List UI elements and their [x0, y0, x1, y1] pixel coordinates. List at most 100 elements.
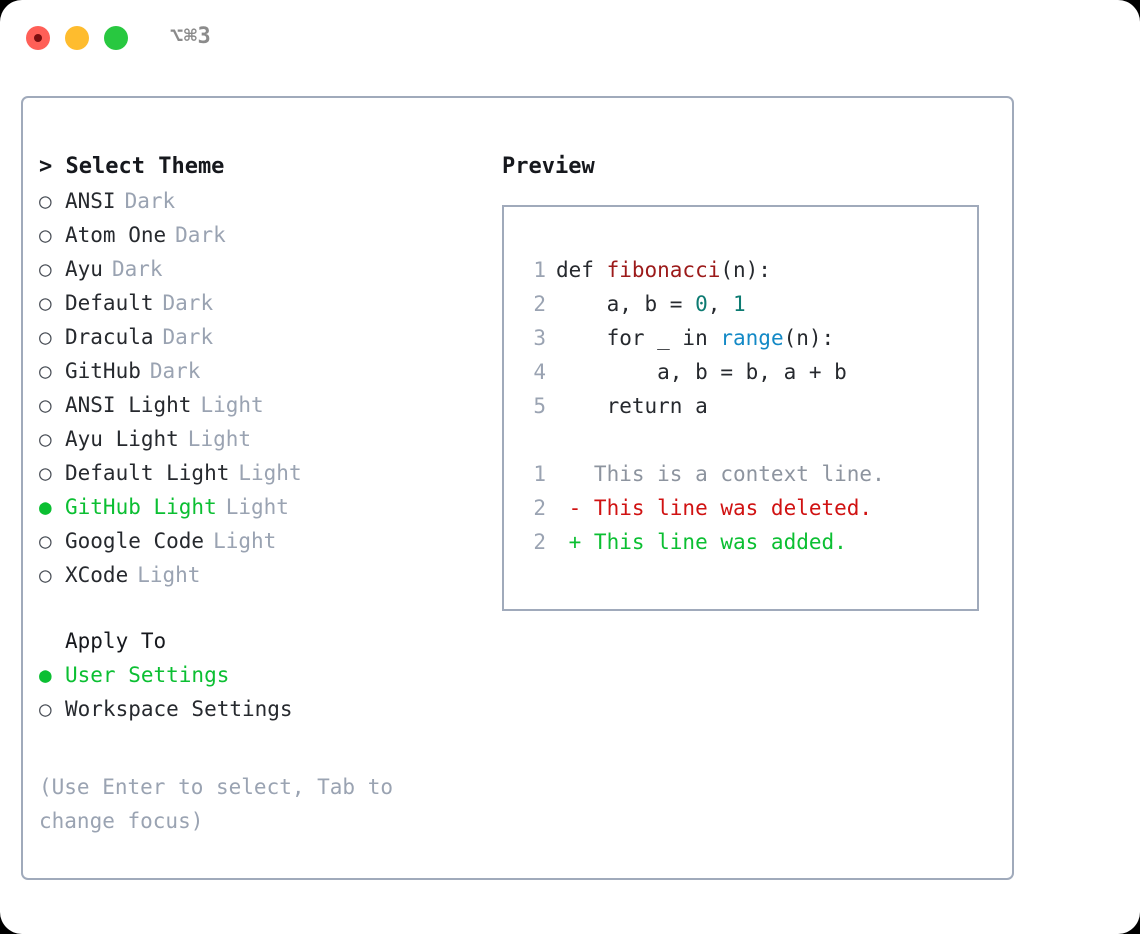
line-number: 3 [533, 326, 546, 350]
theme-list-item-default-light[interactable]: ○ Default Light Light [39, 456, 479, 490]
apply-to-item-user-settings[interactable]: ● User Settings [39, 658, 479, 692]
radio-icon: ○ [39, 461, 52, 485]
preview-title: Preview [502, 154, 595, 179]
radio-selected-icon: ● [39, 495, 52, 519]
diff-line-added: 2 + This line was added. [516, 525, 971, 559]
line-number: 1 [533, 462, 546, 486]
close-button[interactable] [26, 26, 50, 50]
code-content: def fibonacci(n): [556, 253, 771, 287]
line-number: 1 [533, 258, 546, 282]
apply-to-option-label: User Settings [65, 663, 230, 687]
theme-variant-tag: Light [187, 427, 252, 451]
token-punct: (n): [720, 258, 771, 282]
theme-variant-tag: Dark [124, 189, 176, 213]
theme-name: GitHub [65, 359, 141, 383]
theme-variant-tag: Light [200, 393, 264, 417]
theme-list-item-atom-one[interactable]: ○ Atom One Dark [39, 218, 479, 252]
theme-list: ○ ANSI Dark ○ Atom One Dark ○ Ayu Dark ○… [39, 184, 479, 592]
code-line: 5 return a [516, 389, 971, 423]
apply-to-heading: ○ Apply To [39, 624, 479, 658]
theme-list-item-ayu[interactable]: ○ Ayu Dark [39, 252, 479, 286]
theme-name: ANSI Light [65, 393, 192, 417]
theme-list-item-google-code[interactable]: ○ Google Code Light [39, 524, 479, 558]
theme-name: ANSI [65, 189, 116, 213]
page-title: > Select Theme [39, 154, 225, 179]
preview-column: Preview [502, 150, 992, 184]
theme-variant-tag: Dark [162, 291, 214, 315]
line-number: 2 [533, 292, 546, 316]
theme-name: XCode [65, 563, 129, 587]
theme-list-item-ansi[interactable]: ○ ANSI Dark [39, 184, 479, 218]
diff-content: This is a context line. [556, 462, 885, 486]
token-punct: (n): [783, 326, 835, 350]
code-content: a, b = b, a + b [556, 355, 847, 389]
theme-list-item-ansi-light[interactable]: ○ ANSI Light Light [39, 388, 479, 422]
diff-line-deleted: 2 - This line was deleted. [516, 491, 971, 525]
theme-name: Ayu Light [65, 427, 179, 451]
theme-list-item-default[interactable]: ○ Default Dark [39, 286, 479, 320]
main-panel: > Select Theme ○ ANSI Dark ○ Atom One Da… [21, 96, 1014, 880]
token-plain: return a [556, 394, 708, 418]
token-plain: a, b = [556, 292, 696, 316]
code-line: 4 a, b = b, a + b [516, 355, 971, 389]
token-plain: a, b = b, a + b [556, 360, 847, 384]
diff-content: - This line was deleted. [556, 496, 873, 520]
apply-to-group: ○ Apply To ● User Settings ○ Workspace S… [39, 624, 479, 726]
radio-icon: ○ [39, 291, 52, 315]
theme-variant-tag: Dark [111, 257, 163, 281]
theme-variant-tag: Light [137, 563, 201, 587]
theme-name: Dracula [65, 325, 154, 349]
token-number: 0 [695, 292, 708, 316]
theme-list-item-dracula[interactable]: ○ Dracula Dark [39, 320, 479, 354]
token-function-name: fibonacci [606, 258, 721, 282]
theme-variant-tag: Dark [175, 223, 226, 247]
theme-picker-column: > Select Theme ○ ANSI Dark ○ Atom One Da… [39, 150, 479, 838]
minimize-button[interactable] [65, 26, 89, 50]
window-title: ⌥⌘3 [170, 24, 212, 49]
line-number: 2 [533, 496, 546, 520]
code-preview: 1 def fibonacci(n): 2 a, b = 0, 1 3 for … [516, 253, 971, 559]
radio-icon: ○ [39, 325, 52, 349]
spacer-icon: ○ [39, 624, 65, 658]
theme-name: Google Code [65, 529, 205, 553]
token-builtin: range [720, 326, 784, 350]
line-number: 4 [533, 360, 546, 384]
apply-to-item-workspace-settings[interactable]: ○ Workspace Settings [39, 692, 479, 726]
radio-icon: ○ [39, 393, 52, 417]
theme-list-item-github[interactable]: ○ GitHub Dark [39, 354, 479, 388]
theme-variant-tag: Dark [162, 325, 214, 349]
line-number: 2 [533, 530, 546, 554]
theme-name: Default [65, 291, 154, 315]
keyboard-hint-text: (Use Enter to select, Tab to change focu… [39, 775, 394, 833]
radio-icon: ○ [39, 697, 52, 721]
token-number: 1 [733, 292, 746, 316]
radio-icon: ○ [39, 257, 52, 281]
diff-line-context: 1 This is a context line. [516, 457, 971, 491]
theme-list-item-xcode[interactable]: ○ XCode Light [39, 558, 479, 592]
theme-variant-tag: Light [225, 495, 289, 519]
theme-list-item-github-light[interactable]: ● GitHub Light Light [39, 490, 479, 524]
theme-name: Atom One [65, 223, 167, 247]
code-blank-line [516, 423, 971, 457]
code-content: for _ in range(n): [556, 321, 835, 355]
radio-icon: ○ [39, 563, 52, 587]
code-line: 1 def fibonacci(n): [516, 253, 971, 287]
radio-icon: ○ [39, 189, 52, 213]
code-content: a, b = 0, 1 [556, 287, 746, 321]
code-content: return a [556, 389, 708, 423]
radio-icon: ○ [39, 359, 52, 383]
maximize-button[interactable] [104, 26, 128, 50]
preview-panel: 1 def fibonacci(n): 2 a, b = 0, 1 3 for … [502, 205, 979, 611]
apply-to-label: Apply To [65, 629, 167, 653]
theme-list-item-ayu-light[interactable]: ○ Ayu Light Light [39, 422, 479, 456]
radio-icon: ○ [39, 223, 52, 247]
diff-content: + This line was added. [556, 530, 847, 554]
code-line: 3 for _ in range(n): [516, 321, 971, 355]
theme-name: Ayu [65, 257, 103, 281]
token-keyword: def [556, 258, 607, 282]
token-punct: , [707, 292, 734, 316]
radio-selected-icon: ● [39, 663, 52, 687]
radio-icon: ○ [39, 529, 52, 553]
radio-icon: ○ [39, 427, 52, 451]
